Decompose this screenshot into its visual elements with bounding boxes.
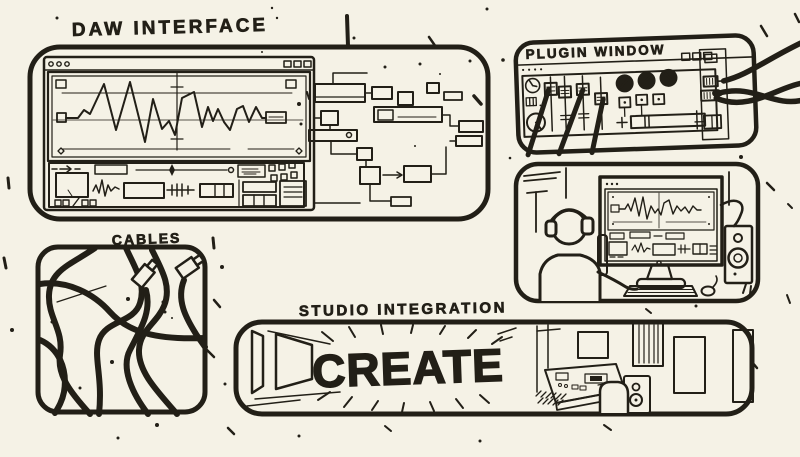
fader-patch-cables <box>525 86 606 158</box>
waveform-end-clip <box>265 111 287 124</box>
patch-pin <box>56 285 107 303</box>
acoustic-diffuser <box>632 321 664 367</box>
io-jack <box>702 75 725 88</box>
create-radiating-lines <box>317 324 503 413</box>
console-keys <box>535 390 567 406</box>
toolbar-top-row <box>51 161 298 182</box>
desktop-speaker <box>723 224 754 295</box>
monitor-base <box>635 277 687 290</box>
mini-waveform-icon <box>92 179 120 197</box>
knob-row <box>615 68 678 93</box>
studio-integration-panel: STUDIO INTEGRATION CREATE <box>233 299 755 417</box>
fader-bank <box>543 75 609 132</box>
speaker-cable <box>719 199 744 228</box>
torso <box>538 253 602 303</box>
waveform-start-clip <box>56 112 67 123</box>
daw-interface-title: DAW INTERFACE <box>72 15 269 41</box>
cables-panel: CABLES <box>35 229 208 417</box>
daw-interface-panel: DAW INTERFACE <box>27 15 491 222</box>
knob <box>659 68 678 87</box>
cable-plug <box>130 258 159 290</box>
workstation-panel <box>513 161 761 304</box>
headphones-band <box>550 208 588 222</box>
headphone-earcup <box>544 219 558 238</box>
waveform-display <box>46 70 312 163</box>
knob <box>615 74 634 93</box>
horizontal-slider <box>616 110 707 130</box>
cable-tangle <box>37 245 208 417</box>
transport-toolbar <box>48 161 307 208</box>
window-traffic-dots <box>48 61 70 67</box>
plugin-window-buttons <box>680 51 713 62</box>
headphone-earcup <box>580 216 595 236</box>
wall-detail <box>523 167 730 233</box>
knob <box>637 71 656 90</box>
plugin-window-panel: PLUGIN WINDOW <box>513 33 800 158</box>
ink-specks <box>2 6 800 443</box>
clock-knob <box>524 77 541 94</box>
studio-chair <box>598 380 630 415</box>
daw-panel-border <box>27 44 491 222</box>
bar-counter <box>54 197 97 207</box>
plugin-titlebar-dots <box>522 68 543 72</box>
button-row <box>618 93 666 118</box>
mouse <box>700 275 718 297</box>
routing-flowchart <box>308 59 484 207</box>
keyboard <box>623 285 698 297</box>
acoustic-panels-left <box>246 329 341 407</box>
plugin-window-title: PLUGIN WINDOW <box>525 42 665 62</box>
output-cables <box>712 40 800 106</box>
plugin-panel-border <box>513 33 759 155</box>
screen-daw-content <box>607 191 717 258</box>
toolbar-bottom-row <box>54 172 307 207</box>
monitor-stand <box>645 263 674 281</box>
studio-integration-title: STUDIO INTEGRATION <box>299 299 507 320</box>
window-buttons <box>283 60 312 68</box>
daw-window <box>42 55 316 212</box>
playhead <box>170 72 184 151</box>
producer-person <box>538 208 639 303</box>
waveform <box>65 81 267 143</box>
cables-title: CABLES <box>112 230 182 248</box>
workstation-panel-border <box>513 161 761 304</box>
cable-plug <box>174 253 205 280</box>
studio-wall-right <box>497 321 754 403</box>
cables-panel-border <box>35 244 208 415</box>
studio-monitor-screen <box>598 175 724 290</box>
create-headline: CREATE <box>311 339 504 398</box>
marker-ticks <box>166 183 195 197</box>
